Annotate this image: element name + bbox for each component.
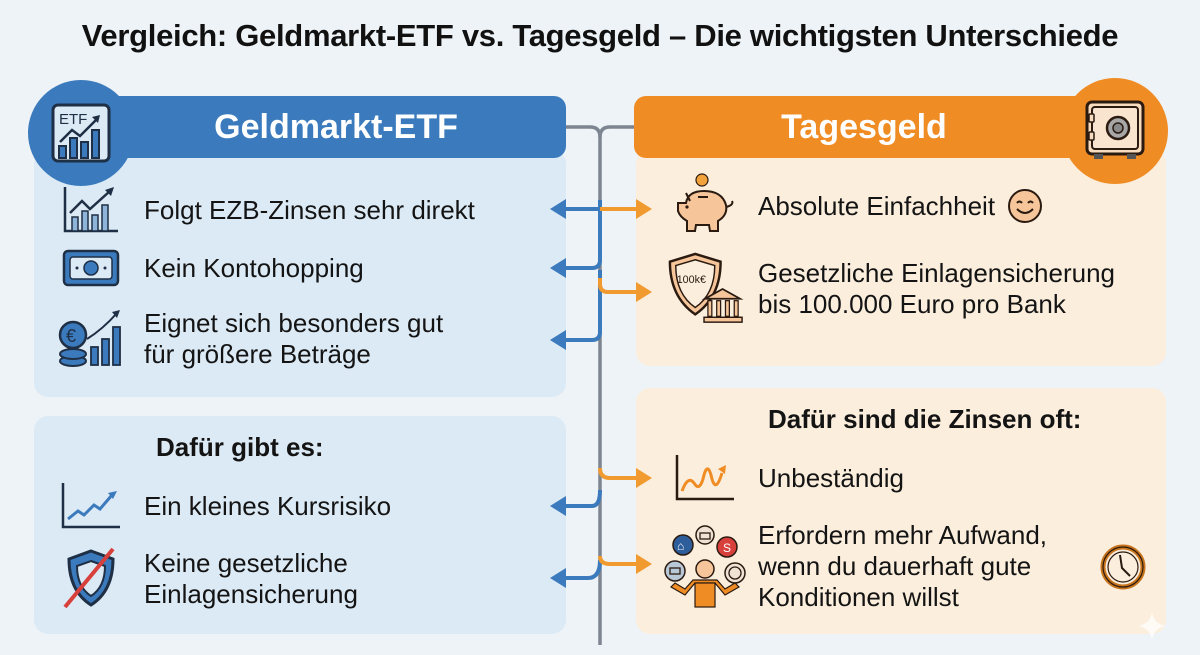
juggling-banks-icon: ⌂ S	[660, 524, 750, 609]
drawback-text-line: Einlagensicherung	[144, 579, 358, 609]
line-chart-icon	[52, 476, 130, 536]
etf-drawbacks-panel	[34, 416, 566, 634]
etf-advantages-panel	[34, 150, 566, 397]
volatile-chart-icon	[666, 448, 744, 508]
etf-advantage-item: Kein Kontohopping	[52, 238, 364, 298]
drawback-text: Unbeständig	[758, 462, 904, 493]
tagesgeld-advantages-panel	[636, 150, 1166, 366]
tagesgeld-advantage-item: 100k€ Gesetzliche Einlagensicherung bis …	[666, 252, 1115, 323]
etf-drawback-item: Ein kleines Kursrisiko	[52, 476, 391, 536]
tagesgeld-header-label: Tagesgeld	[781, 107, 947, 146]
drawback-text: Erfordern mehr Aufwand, wenn du dauerhaf…	[758, 520, 1047, 613]
svg-text:⌂: ⌂	[677, 539, 684, 553]
shield-bank-icon: 100k€	[666, 252, 744, 323]
sparkle-icon	[1138, 612, 1166, 645]
safe-icon	[1062, 78, 1168, 184]
euro-coins-growth-icon: €	[52, 309, 130, 369]
tagesgeld-drawbacks-heading: Dafür sind die Zinsen oft:	[768, 404, 1082, 434]
advantage-text-line: Eignet sich besonders gut	[144, 308, 444, 338]
drawback-text-line: Keine gesetzliche	[144, 548, 348, 578]
advantage-text: Eignet sich besonders gut für größere Be…	[144, 308, 443, 370]
tagesgeld-header: Tagesgeld	[634, 96, 1134, 158]
banknote-icon	[52, 238, 130, 298]
svg-text:€: €	[66, 326, 76, 346]
tagesgeld-drawback-item: Unbeständig	[666, 448, 904, 508]
advantage-text: Folgt EZB-Zinsen sehr direkt	[144, 194, 475, 225]
tagesgeld-advantage-item: Absolute Einfachheit	[666, 173, 1043, 236]
badge-100k: 100k€	[677, 274, 706, 286]
clock-icon	[1100, 544, 1146, 595]
rising-chart-icon	[52, 180, 130, 240]
advantage-text-line: bis 100.000 Euro pro Bank	[758, 289, 1066, 319]
tagesgeld-drawback-item: ⌂ S Erfordern mehr Aufwand, wenn du daue…	[660, 520, 1047, 613]
advantage-text: Absolute Einfachheit	[758, 190, 996, 221]
page-title: Vergleich: Geldmarkt-ETF vs. Tagesgeld –…	[81, 18, 1119, 53]
svg-text:ETF: ETF	[59, 111, 87, 128]
etf-advantage-item: € Eignet sich besonders gut für größere …	[52, 308, 443, 370]
drawback-text-line: Erfordern mehr Aufwand,	[758, 520, 1048, 550]
svg-text:S: S	[723, 541, 731, 555]
advantage-text-line: für größere Beträge	[144, 339, 371, 369]
advantage-text-line: Gesetzliche Einlagensicherung	[758, 258, 1115, 288]
crossed-shield-icon	[52, 547, 130, 609]
drawback-text-line: wenn du dauerhaft gute	[758, 551, 1032, 581]
drawback-text: Keine gesetzliche Einlagensicherung	[144, 548, 358, 610]
drawback-text-line: Konditionen willst	[758, 582, 959, 612]
etf-drawbacks-heading: Dafür gibt es:	[156, 432, 324, 462]
etf-drawback-item: Keine gesetzliche Einlagensicherung	[52, 547, 358, 610]
etf-advantage-item: Folgt EZB-Zinsen sehr direkt	[52, 180, 475, 240]
etf-header: Geldmarkt-ETF	[66, 96, 566, 158]
etf-header-label: Geldmarkt-ETF	[214, 107, 458, 146]
etf-chart-icon: ETF	[28, 80, 134, 186]
smiley-icon	[1007, 188, 1043, 224]
piggy-bank-icon	[666, 173, 744, 236]
advantage-text: Gesetzliche Einlagensicherung bis 100.00…	[758, 258, 1115, 320]
advantage-text: Kein Kontohopping	[144, 252, 364, 283]
drawback-text: Ein kleines Kursrisiko	[144, 490, 392, 521]
